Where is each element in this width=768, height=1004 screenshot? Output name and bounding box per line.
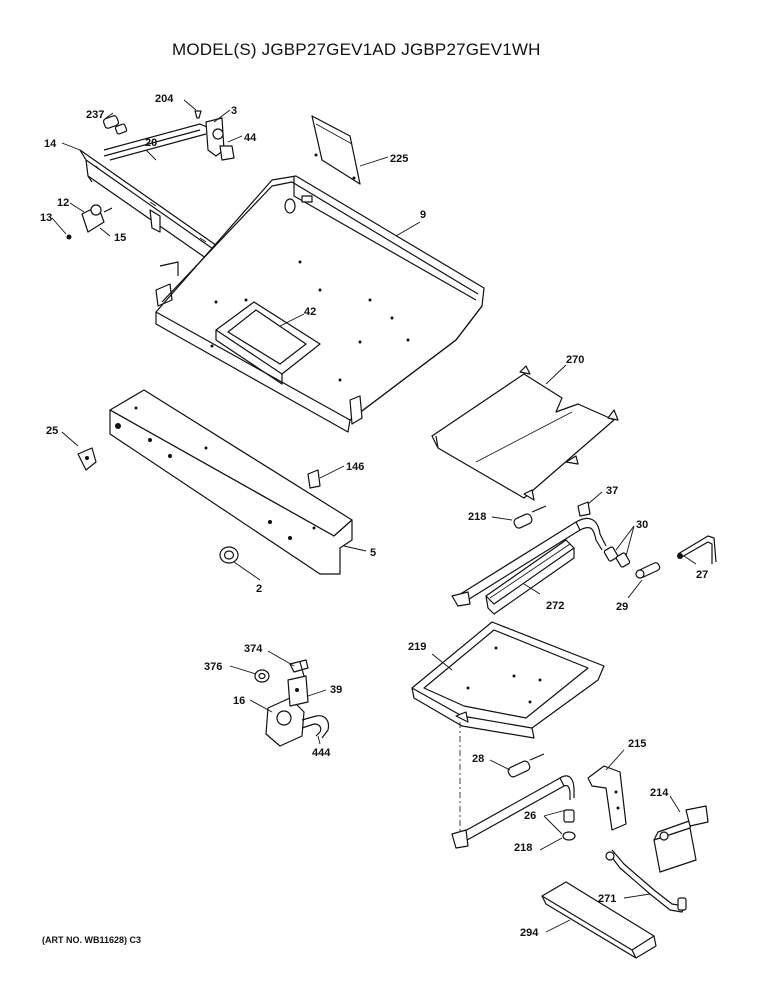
callout-204: 204 bbox=[155, 93, 174, 105]
art-number: (ART NO. WB11628) C3 bbox=[42, 935, 142, 945]
callout-271: 271 bbox=[598, 893, 616, 905]
grommet-part-2 bbox=[219, 546, 239, 564]
model-title: MODEL(S) JGBP27GEV1AD JGBP27GEV1WH bbox=[172, 40, 541, 59]
callout-42: 42 bbox=[304, 306, 316, 318]
callout-444: 444 bbox=[312, 747, 331, 759]
fitting-part-376 bbox=[254, 669, 270, 683]
callout-30: 30 bbox=[636, 519, 648, 531]
bake-burner-part bbox=[451, 753, 575, 849]
callout-28: 28 bbox=[472, 753, 484, 765]
callout-37: 37 bbox=[606, 485, 618, 497]
regulator-part-16 bbox=[265, 675, 309, 747]
screw-part-204 bbox=[194, 110, 202, 119]
elbow-part-444 bbox=[301, 715, 330, 739]
igniter-part-29 bbox=[635, 562, 661, 579]
broil-burner-part bbox=[451, 505, 607, 607]
callout-214: 214 bbox=[650, 787, 669, 799]
bracket-part-215 bbox=[587, 765, 627, 831]
front-panel-part-5 bbox=[109, 389, 353, 575]
callout-26: 26 bbox=[524, 810, 536, 822]
callout-374: 374 bbox=[244, 643, 263, 655]
orifice-holder-part-3-44 bbox=[205, 117, 235, 161]
callout-5: 5 bbox=[370, 547, 376, 559]
callout-15: 15 bbox=[114, 232, 126, 244]
bracket-part-37 bbox=[577, 501, 591, 517]
tube-part-27 bbox=[677, 535, 717, 564]
callout-20: 20 bbox=[145, 137, 157, 149]
fitting-part-374 bbox=[289, 659, 309, 677]
callout-270: 270 bbox=[566, 354, 584, 366]
callout-376: 376 bbox=[204, 661, 222, 673]
clip-part-146 bbox=[307, 469, 321, 489]
leader-lines bbox=[51, 99, 697, 933]
callout-218-lower: 218 bbox=[514, 842, 532, 854]
baffle-plate-part-219 bbox=[411, 621, 605, 739]
drawer-rail-part-294 bbox=[541, 881, 657, 959]
callout-146: 146 bbox=[346, 461, 364, 473]
tube-part-271 bbox=[605, 849, 687, 913]
callout-12: 12 bbox=[57, 197, 69, 209]
burner-opening-part-42 bbox=[215, 301, 321, 385]
callout-294: 294 bbox=[520, 927, 539, 939]
callout-237: 237 bbox=[86, 109, 104, 121]
callout-13: 13 bbox=[40, 212, 52, 224]
valve-part-12-15 bbox=[66, 204, 113, 240]
heat-shield-part-270 bbox=[431, 365, 619, 501]
callout-27: 27 bbox=[696, 569, 708, 581]
callout-215: 215 bbox=[628, 738, 646, 750]
callout-29: 29 bbox=[616, 601, 628, 613]
igniter-part-214 bbox=[653, 805, 709, 873]
valve-fitting-part-237 bbox=[102, 115, 128, 135]
callout-3: 3 bbox=[231, 105, 237, 117]
callout-225: 225 bbox=[390, 153, 408, 165]
callout-2: 2 bbox=[256, 583, 262, 595]
callout-9: 9 bbox=[420, 209, 426, 221]
deflector-part-225 bbox=[311, 115, 361, 185]
callout-39: 39 bbox=[330, 684, 342, 696]
callout-25: 25 bbox=[46, 425, 58, 437]
callout-218-upper: 218 bbox=[468, 511, 486, 523]
nut-part-218-lower bbox=[562, 831, 576, 841]
callout-44: 44 bbox=[244, 132, 257, 144]
grommet-part-25 bbox=[77, 447, 97, 471]
flame-spreader-part-272 bbox=[485, 539, 575, 615]
callout-14: 14 bbox=[44, 138, 57, 150]
callout-16: 16 bbox=[233, 695, 245, 707]
orifice-part-30 bbox=[603, 546, 631, 568]
burner-box-part-9 bbox=[155, 175, 485, 433]
orifice-part-26 bbox=[563, 809, 575, 823]
callout-272: 272 bbox=[546, 600, 564, 612]
callout-219: 219 bbox=[408, 641, 426, 653]
